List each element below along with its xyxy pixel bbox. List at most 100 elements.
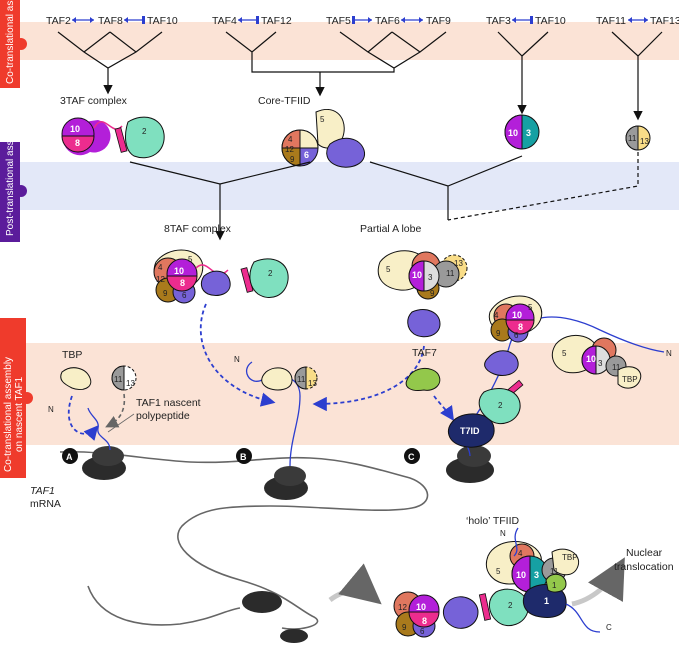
label-8taf-complex: 8TAF complex	[164, 223, 232, 235]
svg-text:1: 1	[544, 596, 549, 606]
svg-text:on nascent TAF1: on nascent TAF1	[14, 376, 25, 452]
svg-text:10: 10	[412, 270, 422, 280]
nascent-chain-a	[87, 407, 111, 451]
label-holo-tfiid: ‘holo’ TFIID	[466, 515, 520, 527]
svg-text:9: 9	[496, 329, 501, 338]
merge-tree-3taf	[57, 31, 163, 92]
arrow-8taf-to-b	[199, 303, 276, 407]
svg-text:8: 8	[180, 278, 185, 288]
svg-text:8: 8	[75, 138, 80, 148]
gray-arrow-to-holo	[328, 563, 382, 605]
svg-text:Co-translational assembly: Co-translational assembly	[5, 0, 16, 84]
label-nuclear-2: translocation	[614, 561, 674, 573]
label-tbp: TBP	[62, 349, 82, 361]
label-3taf-complex: 3TAF complex	[60, 95, 128, 107]
ribosome-a	[82, 446, 126, 480]
merge-tree-taf11-taf13	[611, 31, 663, 118]
label-nascent-1: TAF1 nascent	[136, 397, 201, 409]
svg-text:4: 4	[494, 311, 499, 320]
svg-text:12: 12	[285, 145, 294, 154]
gray-arrow-nuclear	[571, 557, 625, 607]
svg-text:5: 5	[188, 255, 193, 264]
svg-text:12: 12	[156, 275, 165, 284]
complex-core-tfiid: 5 4 12 9 6	[281, 109, 366, 168]
svg-text:4: 4	[158, 263, 163, 272]
label-nuclear-1: Nuclear	[626, 547, 663, 559]
side-tab-post-translational: Post-translational assembly	[0, 114, 27, 242]
pair-taf5-taf6-taf9: TAF5 TAF6 TAF9	[326, 15, 451, 27]
svg-text:6: 6	[420, 627, 425, 636]
post-translational-band	[20, 162, 679, 210]
svg-text:TAF12: TAF12	[261, 15, 292, 27]
svg-text:2: 2	[268, 269, 273, 278]
svg-text:TAF8: TAF8	[98, 15, 123, 27]
svg-text:2: 2	[498, 401, 503, 410]
svg-text:11: 11	[612, 363, 621, 372]
svg-text:11: 11	[446, 269, 455, 278]
svg-text:T7ID: T7ID	[460, 426, 480, 436]
side-tab-nascent-taf1: Co-translational assembly on nascent TAF…	[0, 318, 33, 478]
svg-text:TBP: TBP	[562, 553, 578, 562]
holo-tfiid-complex: 5 4 10 3 11 TBP 13 12 10 8 9 6 2 1 1	[393, 527, 601, 638]
svg-text:9: 9	[163, 289, 168, 298]
svg-text:2: 2	[142, 127, 147, 136]
svg-text:8: 8	[422, 616, 427, 626]
arrow-taf7-to-t7id	[433, 395, 454, 421]
tbp-shape	[60, 367, 92, 391]
svg-text:8: 8	[518, 322, 523, 332]
svg-text:1: 1	[552, 581, 557, 590]
label-taf7: TAF7	[412, 347, 437, 359]
merge-tree-8taf	[129, 161, 311, 238]
label-c-holo: C	[606, 623, 612, 632]
svg-text:11: 11	[628, 134, 637, 143]
svg-text:11: 11	[550, 567, 559, 576]
svg-text:5: 5	[496, 567, 501, 576]
mrna-tail	[87, 585, 241, 626]
ribosome-free	[242, 591, 308, 643]
svg-text:12: 12	[398, 603, 407, 612]
label-nascent-2: polypeptide	[136, 410, 190, 422]
svg-text:4: 4	[518, 549, 523, 558]
complex-taf11-taf13: 11 13	[625, 125, 651, 151]
complex-8taf: 5 4 12 9 6 10 8 2	[153, 249, 289, 304]
svg-text:11: 11	[114, 375, 123, 384]
complex-3taf: 10 8 2	[61, 116, 165, 159]
svg-text:TAF3: TAF3	[486, 15, 511, 27]
complex-partial-a-lobe: 5 10 3 11 13 9	[377, 250, 468, 338]
label-partial-a-lobe: Partial A lobe	[360, 223, 421, 235]
svg-text:B: B	[240, 452, 247, 462]
t7id-domain: T7ID	[447, 413, 495, 448]
dashed-taf11-taf13-path	[447, 152, 639, 221]
pair-taf11-taf13: TAF11 TAF13	[596, 15, 679, 27]
svg-text:9: 9	[402, 623, 407, 632]
svg-text:TAF9: TAF9	[426, 15, 451, 27]
svg-text:TAF4: TAF4	[212, 15, 237, 27]
svg-text:A: A	[66, 452, 73, 462]
pair-taf3-taf10: TAF3 TAF10	[486, 15, 566, 27]
svg-text:3: 3	[534, 570, 539, 580]
complex-taf3-taf10: 10 3	[504, 114, 540, 150]
svg-text:TAF13: TAF13	[650, 15, 679, 27]
marker-a: A	[62, 448, 78, 464]
svg-text:TAF10: TAF10	[147, 15, 178, 27]
svg-text:10: 10	[508, 128, 518, 138]
svg-text:6: 6	[514, 331, 519, 340]
svg-text:9: 9	[290, 155, 295, 164]
svg-text:C: C	[408, 452, 415, 462]
ribosome-b	[264, 466, 308, 500]
svg-text:13: 13	[454, 259, 463, 268]
svg-text:10: 10	[174, 266, 184, 276]
svg-text:10: 10	[586, 354, 596, 364]
label-n-c: N	[666, 349, 672, 358]
svg-text:3: 3	[526, 128, 531, 138]
svg-text:TAF2: TAF2	[46, 15, 71, 27]
arrow-tbp-to-a	[67, 395, 99, 441]
merge-tree-taf3-taf10	[497, 31, 549, 112]
merge-tree-partial-a-lobe	[369, 155, 523, 220]
complex-on-c: 5 4 10 8 9 6 2 5 10 3 11 TBP	[478, 295, 642, 424]
arrow-taf11-to-a	[105, 393, 126, 428]
label-n-b: N	[234, 355, 240, 364]
label-mrna-2: mRNA	[30, 498, 61, 510]
arrow-partial-to-b	[312, 345, 425, 412]
